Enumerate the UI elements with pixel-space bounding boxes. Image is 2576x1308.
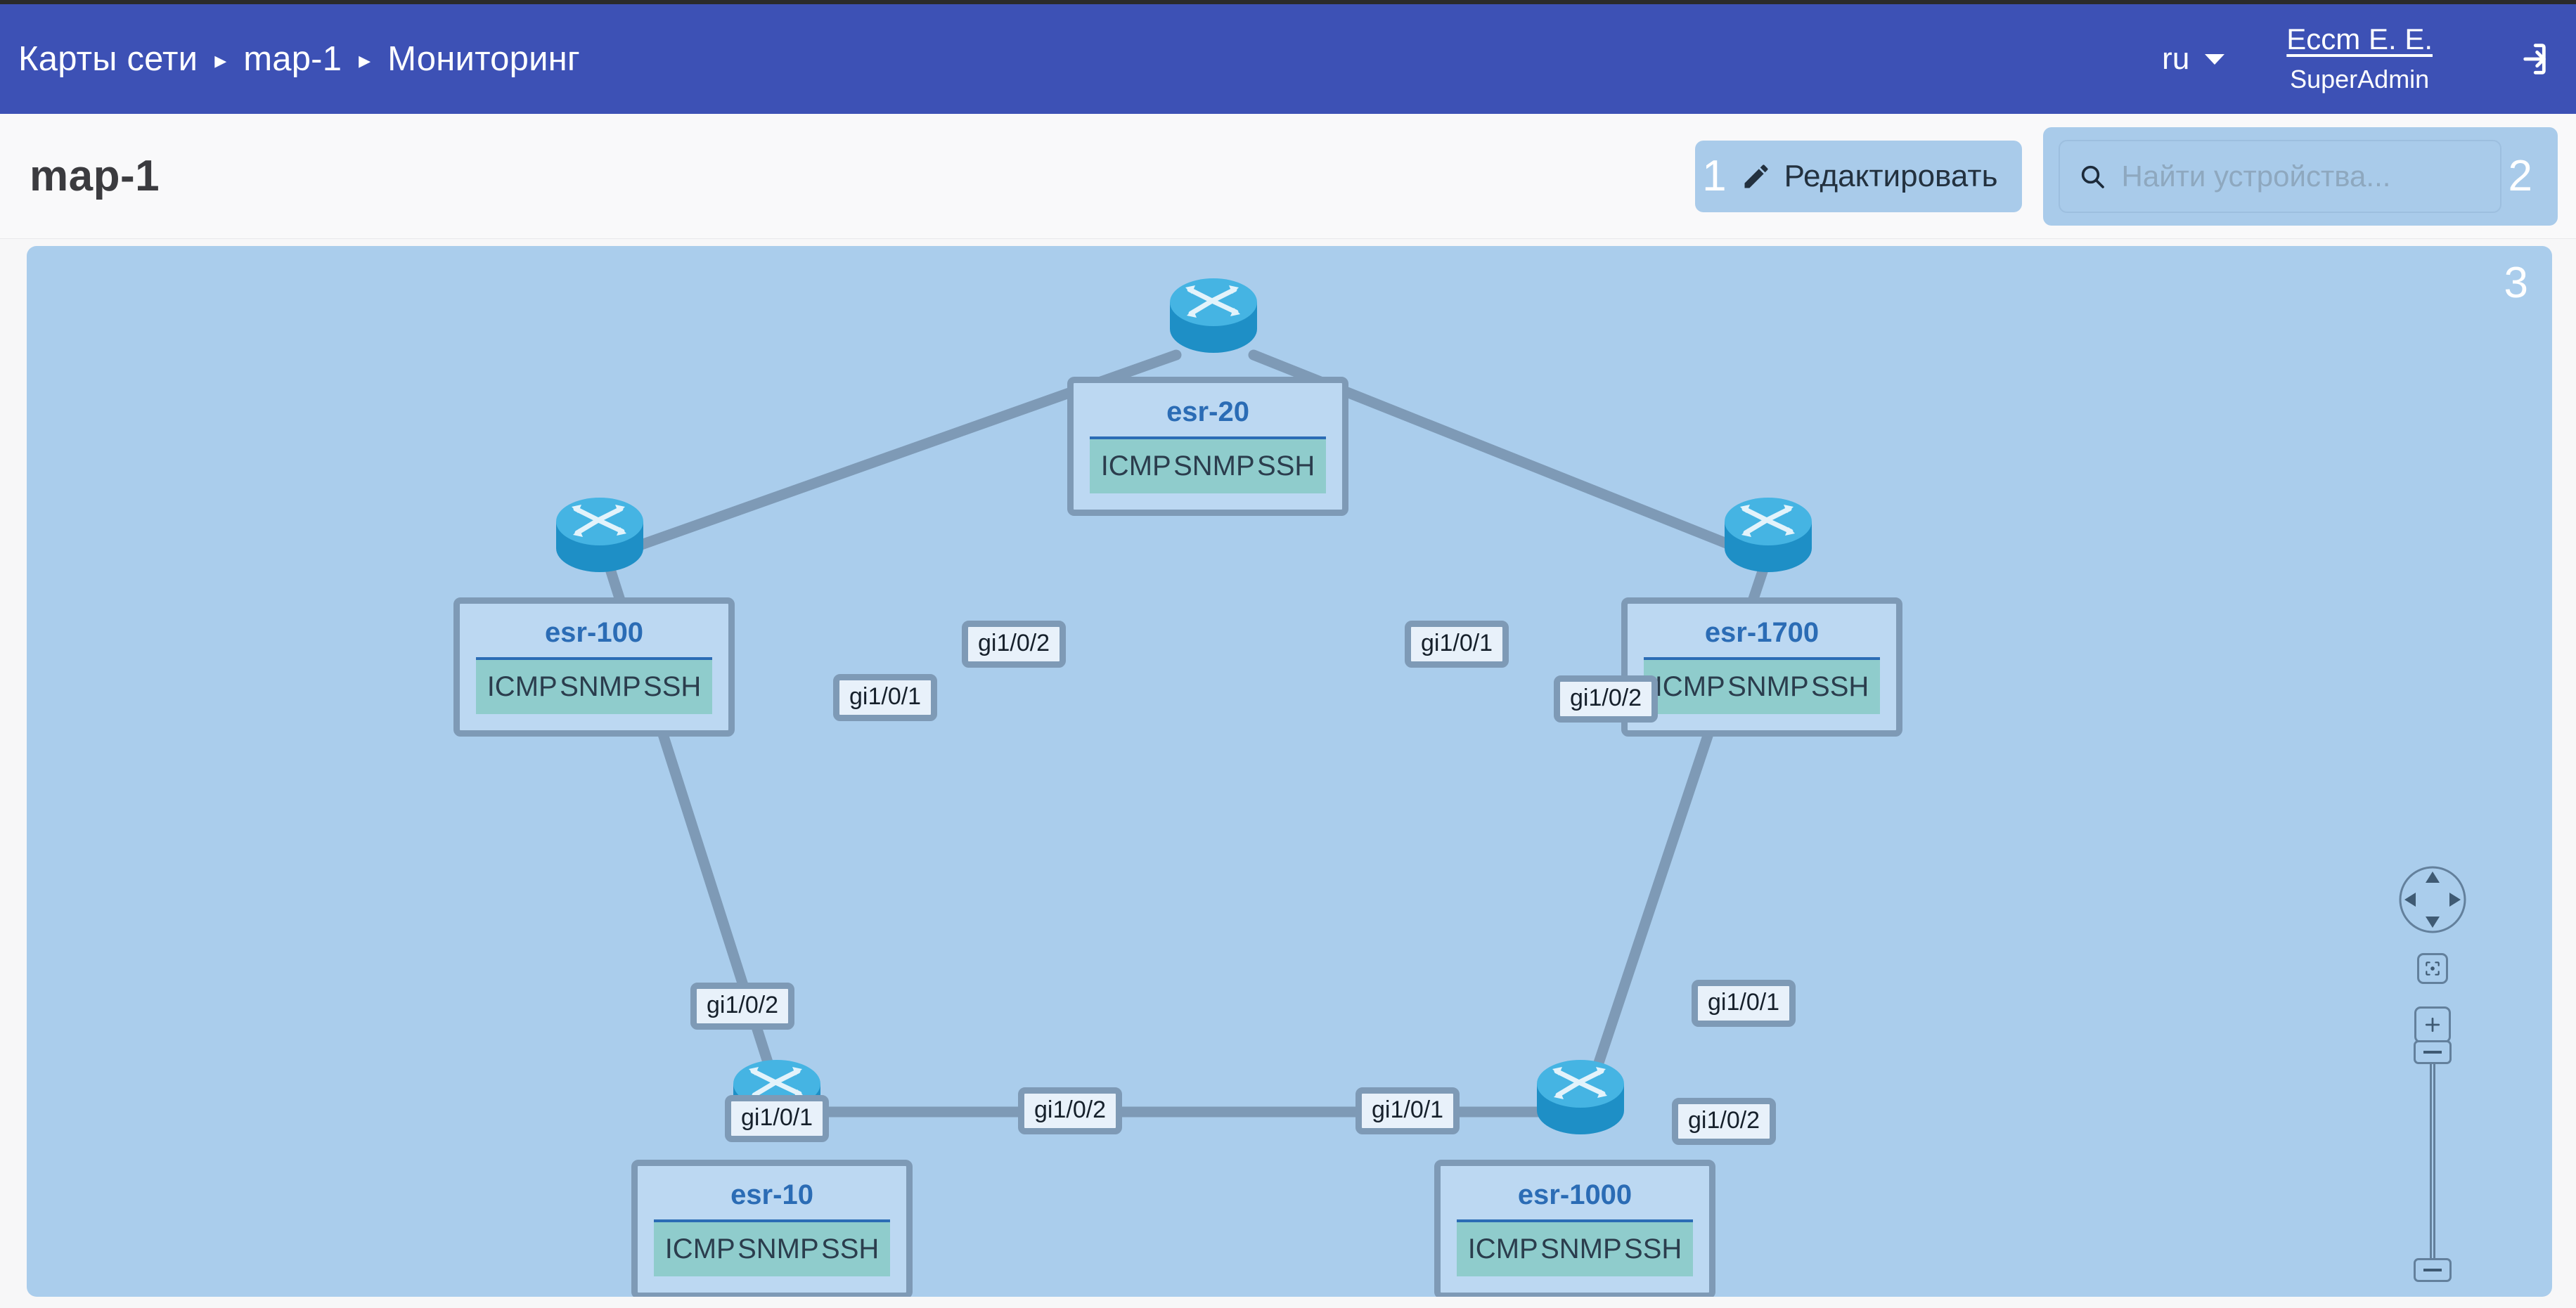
minus-icon[interactable] <box>2414 1258 2452 1282</box>
interface-label[interactable]: gi1/0/1 <box>725 1095 830 1143</box>
service-ssh[interactable]: SSH <box>821 1233 880 1264</box>
node-card-esr-1700[interactable]: esr-1700 ICMP SNMP SSH <box>1621 597 1902 737</box>
toolbar-actions: 1 Редактировать 2 <box>1695 127 2576 226</box>
annotation-marker-1: 1 <box>1702 151 1727 200</box>
zoom-slider-track[interactable] <box>2430 1043 2435 1275</box>
node-services: ICMP SNMP SSH <box>1457 1222 1693 1276</box>
node-name: esr-1700 <box>1644 610 1880 660</box>
node-services: ICMP SNMP SSH <box>1090 439 1326 493</box>
interface-label[interactable]: gi1/0/1 <box>833 674 938 722</box>
node-card-esr-20[interactable]: esr-20 ICMP SNMP SSH <box>1067 377 1348 516</box>
search-field-highlight: 2 <box>2042 127 2558 226</box>
router-icons <box>556 278 1812 1134</box>
service-icmp[interactable]: ICMP <box>487 671 558 702</box>
logout-icon[interactable] <box>2510 39 2551 79</box>
language-selector[interactable]: ru <box>2162 41 2225 77</box>
service-icmp[interactable]: ICMP <box>1654 671 1725 702</box>
service-snmp[interactable]: SNMP <box>560 671 641 702</box>
service-icmp[interactable]: ICMP <box>664 1233 735 1264</box>
user-info[interactable]: Eccm E. E. SuperAdmin <box>2286 21 2433 96</box>
router-icon <box>1537 1060 1624 1134</box>
breadcrumb-separator-icon: ▸ <box>214 47 227 74</box>
breadcrumb-separator-icon: ▸ <box>359 47 371 74</box>
service-snmp[interactable]: SNMP <box>1173 451 1255 481</box>
center-focus-icon[interactable] <box>2417 953 2448 984</box>
service-ssh[interactable]: SSH <box>1624 1233 1682 1264</box>
interface-label[interactable]: gi1/0/2 <box>962 621 1067 668</box>
network-map-canvas[interactable]: 3 <box>27 246 2552 1297</box>
service-snmp[interactable]: SNMP <box>1540 1233 1622 1264</box>
node-services: ICMP SNMP SSH <box>476 660 712 714</box>
edit-button[interactable]: Редактировать <box>1734 141 2022 212</box>
node-services: ICMP SNMP SSH <box>1644 660 1880 714</box>
breadcrumb-item-network-maps[interactable]: Карты сети <box>18 40 198 78</box>
page-title: map-1 <box>30 152 160 200</box>
plus-icon[interactable] <box>2414 1006 2451 1043</box>
service-snmp[interactable]: SNMP <box>738 1233 819 1264</box>
service-ssh[interactable]: SSH <box>643 671 702 702</box>
interface-label[interactable]: gi1/0/2 <box>690 983 795 1030</box>
node-name: esr-20 <box>1090 389 1326 439</box>
annotation-marker-3: 3 <box>2504 259 2528 307</box>
node-name: esr-1000 <box>1457 1172 1693 1222</box>
interface-label[interactable]: gi1/0/2 <box>1672 1098 1777 1146</box>
minus-icon <box>2423 1051 2442 1054</box>
search-input[interactable] <box>2121 159 2502 193</box>
user-name-link[interactable]: Eccm E. E. <box>2286 22 2433 56</box>
router-icon <box>1170 278 1257 353</box>
router-icon <box>556 498 643 572</box>
app-header: Карты сети ▸ map-1 ▸ Мониторинг ru Eccm … <box>0 0 2576 114</box>
header-right-area: ru Eccm E. E. SuperAdmin <box>2162 4 2576 114</box>
service-snmp[interactable]: SNMP <box>1727 671 1809 702</box>
node-card-esr-1000[interactable]: esr-1000 ICMP SNMP SSH <box>1434 1160 1715 1297</box>
search-icon <box>2078 162 2106 190</box>
service-ssh[interactable]: SSH <box>1257 451 1315 481</box>
compass-pan-icon[interactable] <box>2397 865 2468 935</box>
annotation-marker-2: 2 <box>2508 151 2532 200</box>
breadcrumb-item-monitoring[interactable]: Мониторинг <box>387 40 580 78</box>
service-icmp[interactable]: ICMP <box>1100 451 1171 481</box>
interface-label[interactable]: gi1/0/2 <box>1554 675 1659 723</box>
interface-label[interactable]: gi1/0/1 <box>1355 1087 1460 1135</box>
slider-handle-icon[interactable] <box>2414 1040 2452 1064</box>
edit-button-highlight: 1 Редактировать <box>1695 140 2022 212</box>
user-role-label: SuperAdmin <box>2290 64 2430 93</box>
interface-label[interactable]: gi1/0/2 <box>1018 1087 1123 1135</box>
zoom-slider[interactable] <box>2414 1040 2452 1282</box>
interface-label[interactable]: gi1/0/1 <box>1405 621 1509 668</box>
node-name: esr-10 <box>654 1172 890 1222</box>
edit-button-label: Редактировать <box>1784 158 1998 193</box>
pencil-icon <box>1741 161 1772 192</box>
search-box[interactable] <box>2058 139 2502 213</box>
breadcrumb: Карты сети ▸ map-1 ▸ Мониторинг <box>18 39 580 79</box>
minus-glyph <box>2423 1269 2442 1271</box>
service-icmp[interactable]: ICMP <box>1467 1233 1538 1264</box>
map-toolbar: map-1 1 Редактировать <box>0 114 2576 239</box>
router-icon <box>1725 498 1812 572</box>
node-services: ICMP SNMP SSH <box>654 1222 890 1276</box>
service-ssh[interactable]: SSH <box>1811 671 1869 702</box>
node-card-esr-100[interactable]: esr-100 ICMP SNMP SSH <box>453 597 735 737</box>
chevron-down-icon <box>2205 53 2225 65</box>
breadcrumb-item-map-1[interactable]: map-1 <box>243 40 342 78</box>
map-controls <box>2397 865 2468 1282</box>
node-card-esr-10[interactable]: esr-10 ICMP SNMP SSH <box>631 1160 913 1297</box>
language-label: ru <box>2162 41 2190 76</box>
node-name: esr-100 <box>476 610 712 660</box>
interface-label[interactable]: gi1/0/1 <box>1692 980 1796 1028</box>
